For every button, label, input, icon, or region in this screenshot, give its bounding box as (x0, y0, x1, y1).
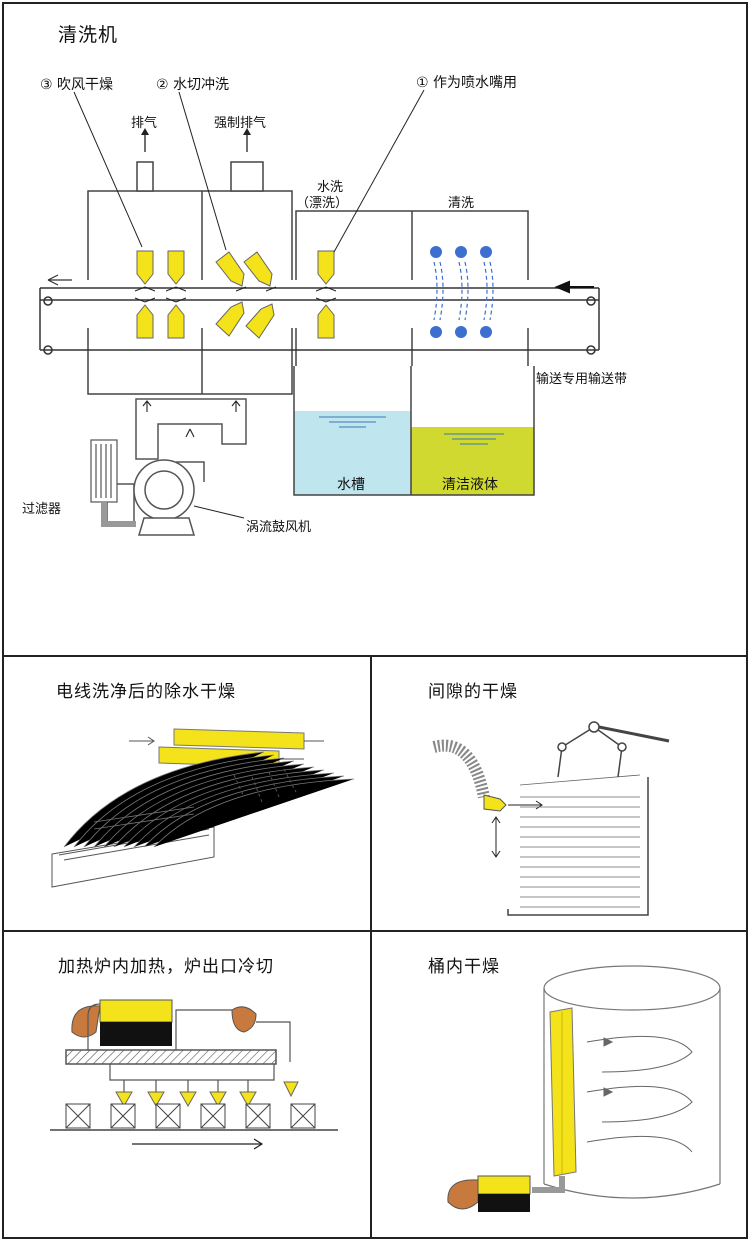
main-cleaning-machine-panel: 清洗机 (2, 2, 748, 657)
callout-leaders (73, 89, 425, 519)
blower-motor-bottom (478, 1194, 530, 1212)
water-surface-lines (319, 416, 504, 445)
blower-label: 涡流鼓风机 (246, 520, 312, 535)
spray-streams (433, 261, 494, 321)
cleaning-machine-diagram (39, 89, 600, 536)
flexible-hose (432, 739, 490, 799)
air-knife-pipes (158, 728, 305, 768)
product-boxes (65, 1103, 316, 1129)
filter-label: 过滤器 (22, 502, 62, 517)
conveyor-label: 输送专用输送带 (536, 372, 628, 387)
callout-number: ① (416, 75, 429, 91)
panel-title: 桶内干燥 (428, 957, 500, 977)
belt-direction-arrow-out (47, 274, 72, 286)
barrel (543, 965, 721, 1199)
exhaust-stack (136, 161, 154, 192)
blower-housing-left (71, 1005, 101, 1038)
gap-drying-diagram (432, 721, 670, 916)
air-lance (549, 1007, 577, 1177)
blower-motor-top (477, 1175, 531, 1195)
stacked-sheets (519, 774, 641, 908)
oven-cooling-panel: 加热炉内加热，炉出口冷切 (2, 930, 372, 1239)
nozzle-tips (115, 1081, 299, 1108)
travel-direction-arrow (132, 1138, 264, 1150)
exhaust-label: 排气 (131, 116, 158, 131)
robot-arm (557, 721, 670, 778)
nozzle-head (483, 794, 507, 812)
callout-blow-dry: ③ 吹风干燥 (40, 74, 113, 94)
callout-number: ③ (40, 77, 53, 93)
panel-title: 间隙的干燥 (428, 682, 518, 702)
heater-block-top (99, 999, 173, 1023)
chamber-walls (87, 190, 529, 395)
callout-number: ② (156, 77, 169, 93)
air-nozzles (136, 250, 335, 339)
barrel-drying-panel: 桶内干燥 (370, 930, 748, 1239)
callout-spray-nozzle: ① 作为喷水嘴用 (416, 72, 517, 92)
blower-housing-right (231, 1006, 257, 1033)
callout-text: 吹风干燥 (57, 77, 114, 93)
wire-drying-panel: 电线洗净后的除水干燥 (2, 655, 372, 932)
gap-drying-panel: 间隙的干燥 (370, 655, 748, 932)
wire-drying-diagram (51, 728, 355, 888)
water-tank-label: 水槽 (337, 477, 365, 493)
water-wash-label: 水洗 (317, 180, 344, 195)
belt-direction-arrow-in (554, 280, 594, 294)
spray-arrows (134, 286, 337, 303)
blower-housing (447, 1179, 479, 1210)
conveyor-belt (39, 287, 600, 355)
panel-title: 电线洗净后的除水干燥 (56, 682, 236, 702)
wire-strands (63, 751, 355, 848)
forced-exhaust-stack (230, 161, 264, 192)
forced-exhaust-label: 强制排气 (214, 116, 267, 131)
rotation-arrows (586, 1035, 693, 1153)
oven-duct (65, 1049, 277, 1065)
callout-text: 水切冲洗 (173, 77, 230, 93)
clean-liquid-label: 清洁液体 (442, 477, 498, 493)
callout-text: 作为喷水嘴用 (433, 75, 518, 91)
spray-nozzles (430, 246, 492, 338)
barrel-drying-diagram (447, 965, 721, 1212)
clean-liquid-fill (411, 427, 534, 495)
filter (90, 439, 136, 527)
callout-water-cut: ② 水切冲洗 (156, 74, 229, 94)
rinse-label: （漂洗） (296, 196, 349, 211)
heater-block-bottom (100, 1022, 172, 1046)
tank-walls (293, 366, 535, 496)
page-title: 清洗机 (58, 24, 119, 46)
clean-section-label: 清洗 (448, 196, 475, 211)
panel-title: 加热炉内加热，炉出口冷切 (58, 957, 274, 977)
turbo-blower (133, 459, 205, 536)
water-tank-liquid (294, 411, 411, 495)
oven-cooling-diagram (50, 999, 338, 1150)
